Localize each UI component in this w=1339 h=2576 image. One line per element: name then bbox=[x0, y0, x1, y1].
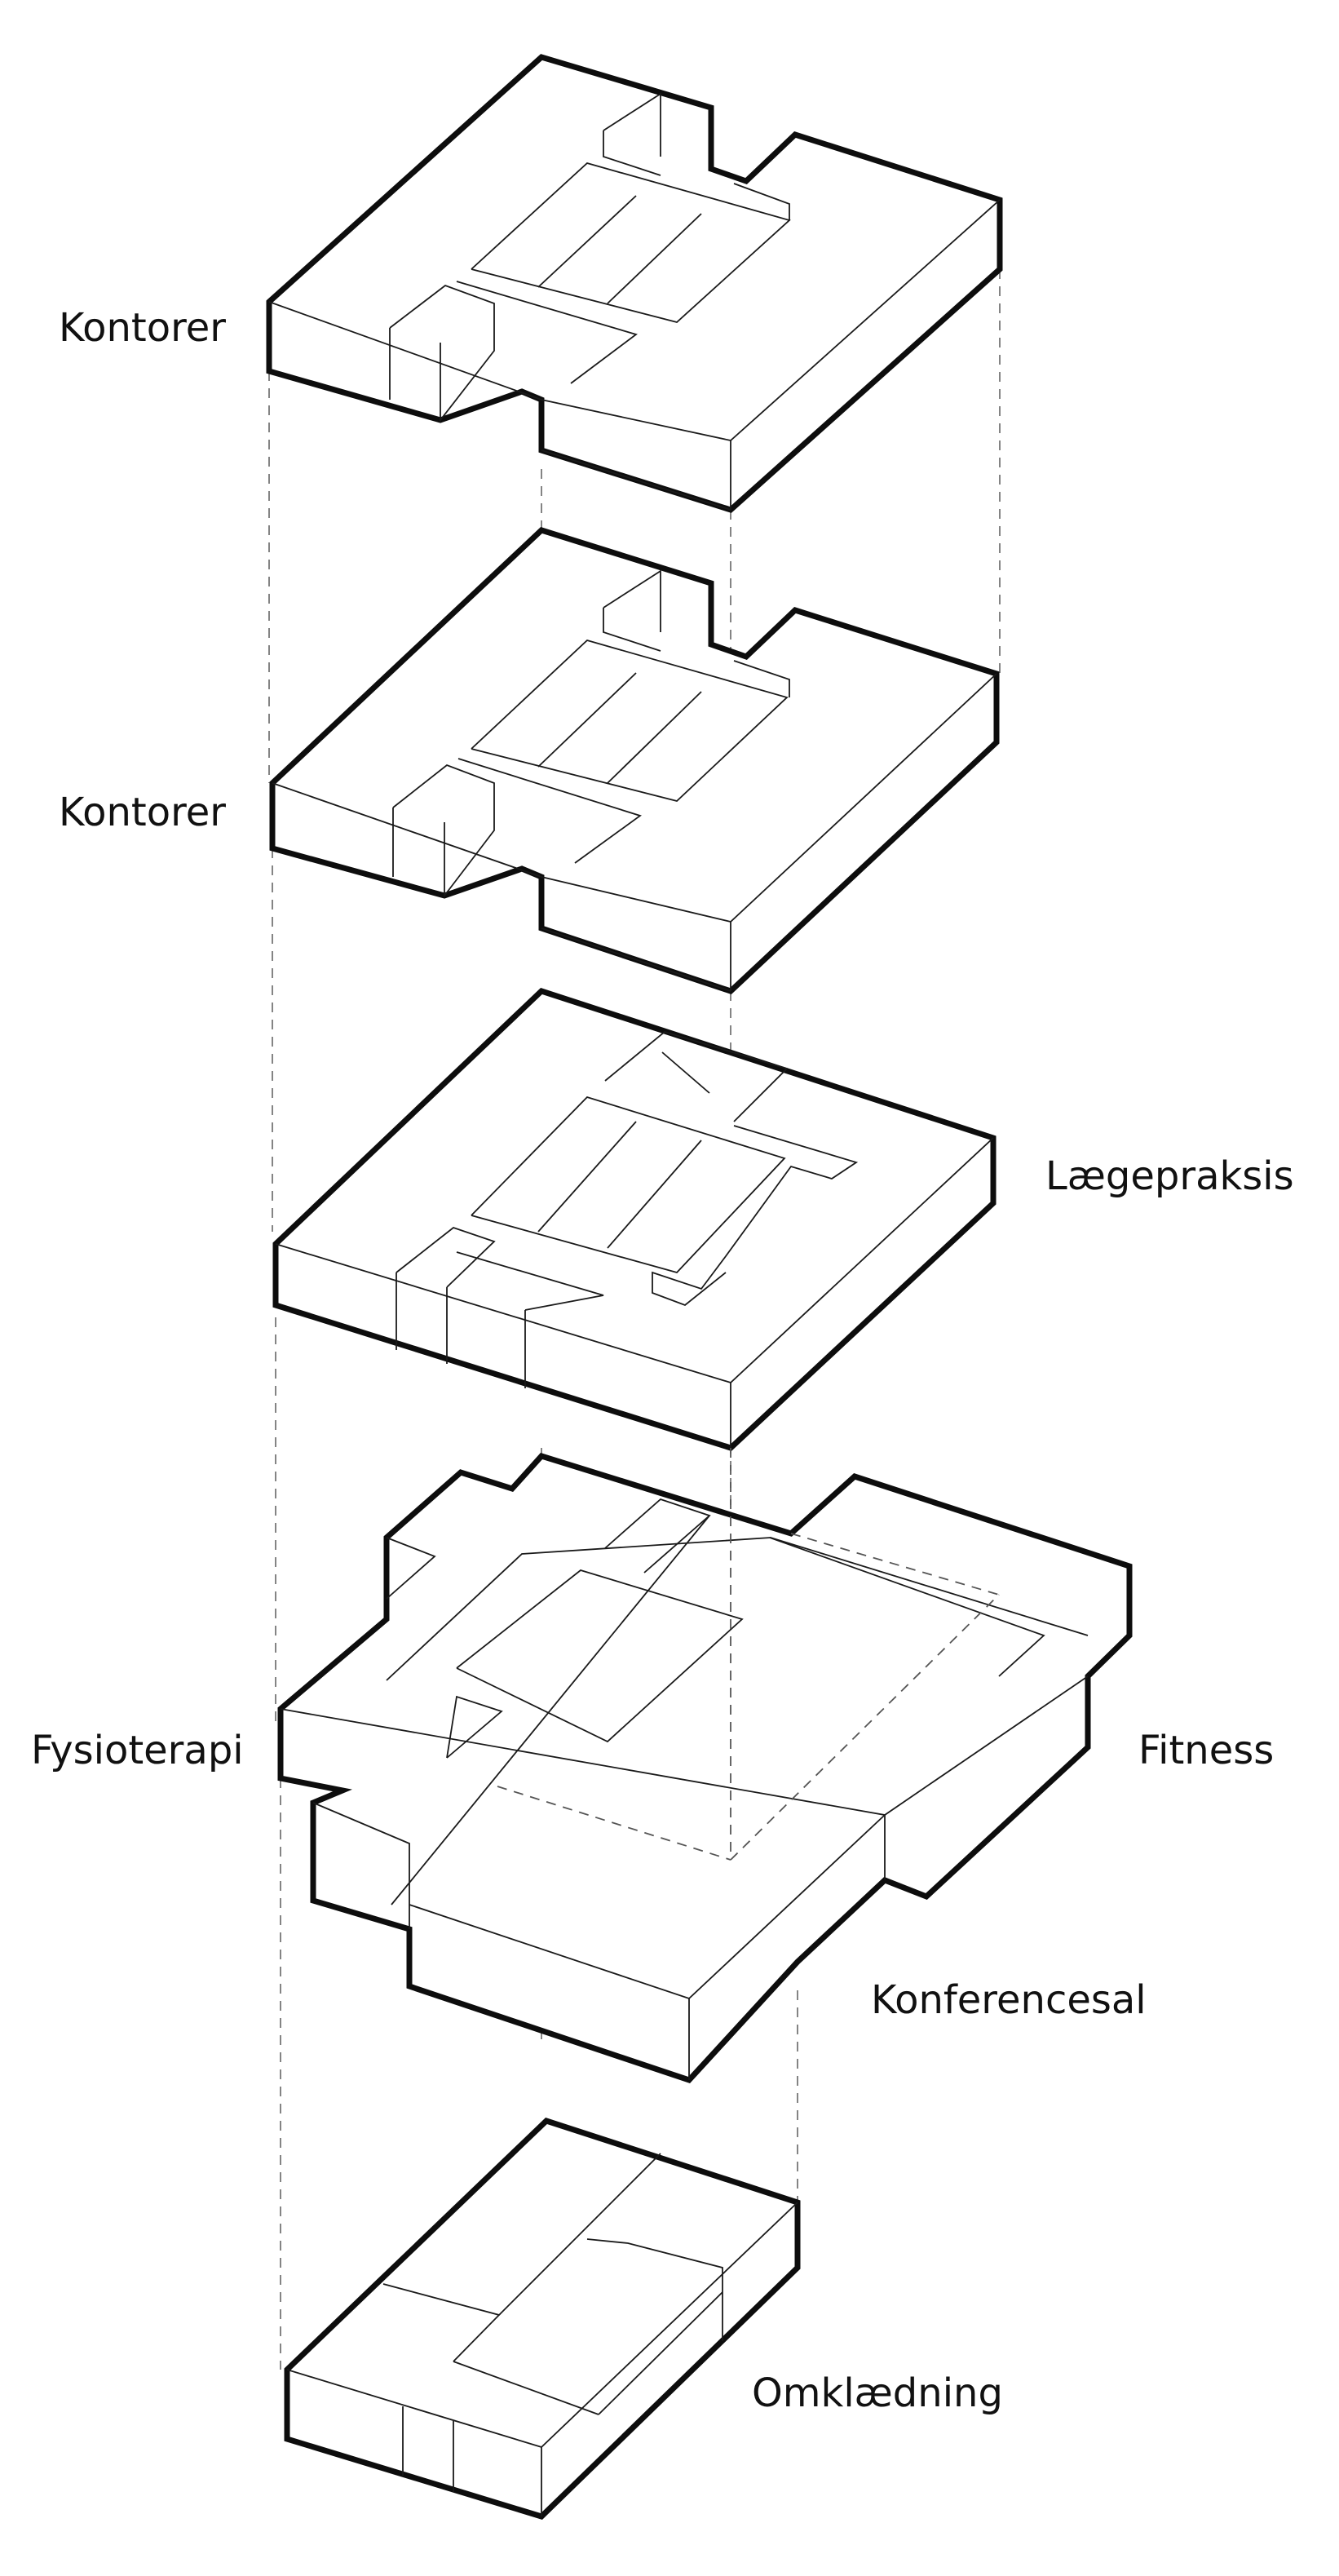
floor-4-kontorer bbox=[269, 527, 1000, 994]
label-floor5: Kontorer bbox=[59, 305, 227, 351]
label-floor3: Lægepraksis bbox=[1045, 1153, 1294, 1199]
label-floor0: Omklædning bbox=[752, 2370, 1003, 2416]
floor-0-omklaedning bbox=[284, 2118, 801, 2520]
floor-5-kontorer bbox=[266, 54, 1003, 513]
label-floor2-right: Fitness bbox=[1138, 1728, 1275, 1773]
floor-2-fysioterapi-fitness-konferencesal bbox=[277, 1448, 1133, 2084]
label-floor4: Kontorer bbox=[59, 790, 227, 835]
label-floor2-left: Fysioterapi bbox=[31, 1728, 244, 1773]
label-floor1: Konferencesal bbox=[871, 1977, 1147, 2023]
floor-3-laegepraksis bbox=[272, 988, 997, 1451]
